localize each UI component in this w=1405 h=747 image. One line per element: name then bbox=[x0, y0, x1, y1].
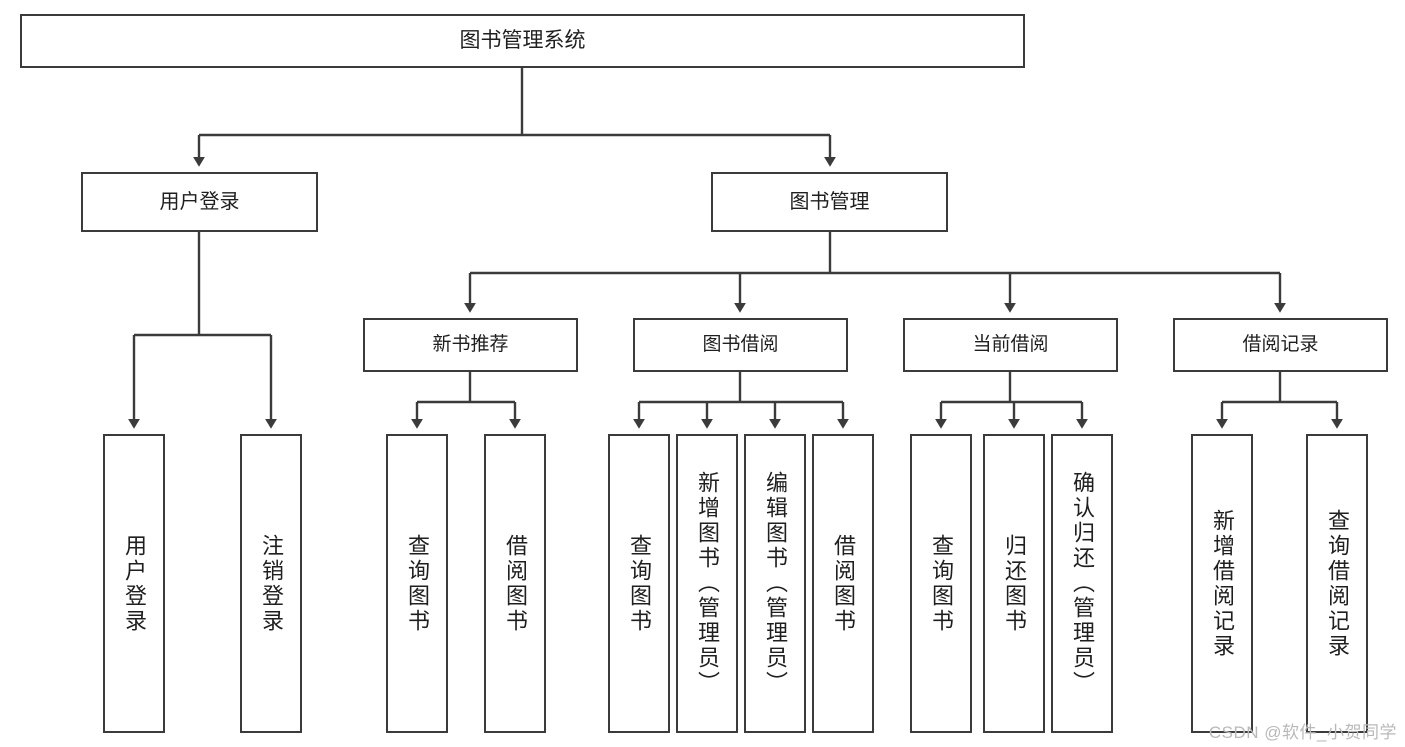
node-leaf-user-logout[interactable]: 注销登录 bbox=[240, 434, 302, 733]
node-leaf-return-book-label: 归还图书 bbox=[1002, 533, 1027, 634]
node-book-manage[interactable]: 图书管理 bbox=[711, 172, 948, 232]
node-new-book-recommend-label: 新书推荐 bbox=[432, 334, 509, 356]
node-user-login-label: 用户登录 bbox=[159, 190, 240, 213]
node-leaf-add-borrow-rec[interactable]: 新增借阅记录 bbox=[1191, 434, 1253, 733]
node-leaf-confirm-return-label: 确认归还（管理员） bbox=[1070, 471, 1095, 696]
node-root-title[interactable]: 图书管理系统 bbox=[20, 14, 1025, 68]
node-root-title-label: 图书管理系统 bbox=[459, 29, 586, 53]
node-leaf-borrow-book-2-label: 借阅图书 bbox=[831, 533, 856, 634]
node-leaf-add-book-label: 新增图书（管理员） bbox=[695, 471, 720, 696]
node-borrow-record-label: 借阅记录 bbox=[1242, 334, 1319, 356]
node-leaf-query-book-2-label: 查询图书 bbox=[627, 533, 652, 634]
node-leaf-query-book-3-label: 查询图书 bbox=[929, 533, 954, 634]
node-leaf-edit-book-label: 编辑图书（管理员） bbox=[763, 471, 788, 696]
node-leaf-add-book[interactable]: 新增图书（管理员） bbox=[676, 434, 738, 733]
node-leaf-query-book-1[interactable]: 查询图书 bbox=[386, 434, 448, 733]
node-leaf-user-login[interactable]: 用户登录 bbox=[103, 434, 165, 733]
node-leaf-borrow-book-1[interactable]: 借阅图书 bbox=[484, 434, 546, 733]
node-leaf-user-login-label: 用户登录 bbox=[122, 533, 147, 634]
node-leaf-add-borrow-rec-label: 新增借阅记录 bbox=[1210, 508, 1235, 659]
watermark: CSDN @软件_小贺同学 bbox=[1208, 723, 1397, 742]
node-user-login[interactable]: 用户登录 bbox=[81, 172, 318, 232]
node-leaf-query-book-3[interactable]: 查询图书 bbox=[910, 434, 972, 733]
node-current-borrow[interactable]: 当前借阅 bbox=[903, 318, 1118, 372]
node-leaf-confirm-return[interactable]: 确认归还（管理员） bbox=[1051, 434, 1113, 733]
node-book-borrow[interactable]: 图书借阅 bbox=[633, 318, 848, 372]
node-leaf-user-logout-label: 注销登录 bbox=[259, 533, 284, 634]
node-leaf-query-borrow-rec[interactable]: 查询借阅记录 bbox=[1306, 434, 1368, 733]
node-borrow-record[interactable]: 借阅记录 bbox=[1173, 318, 1388, 372]
node-leaf-borrow-book-1-label: 借阅图书 bbox=[503, 533, 528, 634]
node-leaf-borrow-book-2[interactable]: 借阅图书 bbox=[812, 434, 874, 733]
node-leaf-return-book[interactable]: 归还图书 bbox=[983, 434, 1045, 733]
node-new-book-recommend[interactable]: 新书推荐 bbox=[363, 318, 578, 372]
node-leaf-edit-book[interactable]: 编辑图书（管理员） bbox=[744, 434, 806, 733]
node-book-manage-label: 图书管理 bbox=[789, 190, 870, 213]
node-book-borrow-label: 图书借阅 bbox=[702, 334, 779, 356]
node-current-borrow-label: 当前借阅 bbox=[972, 334, 1049, 356]
node-leaf-query-book-1-label: 查询图书 bbox=[405, 533, 430, 634]
node-leaf-query-book-2[interactable]: 查询图书 bbox=[608, 434, 670, 733]
node-leaf-query-borrow-rec-label: 查询借阅记录 bbox=[1325, 508, 1350, 659]
